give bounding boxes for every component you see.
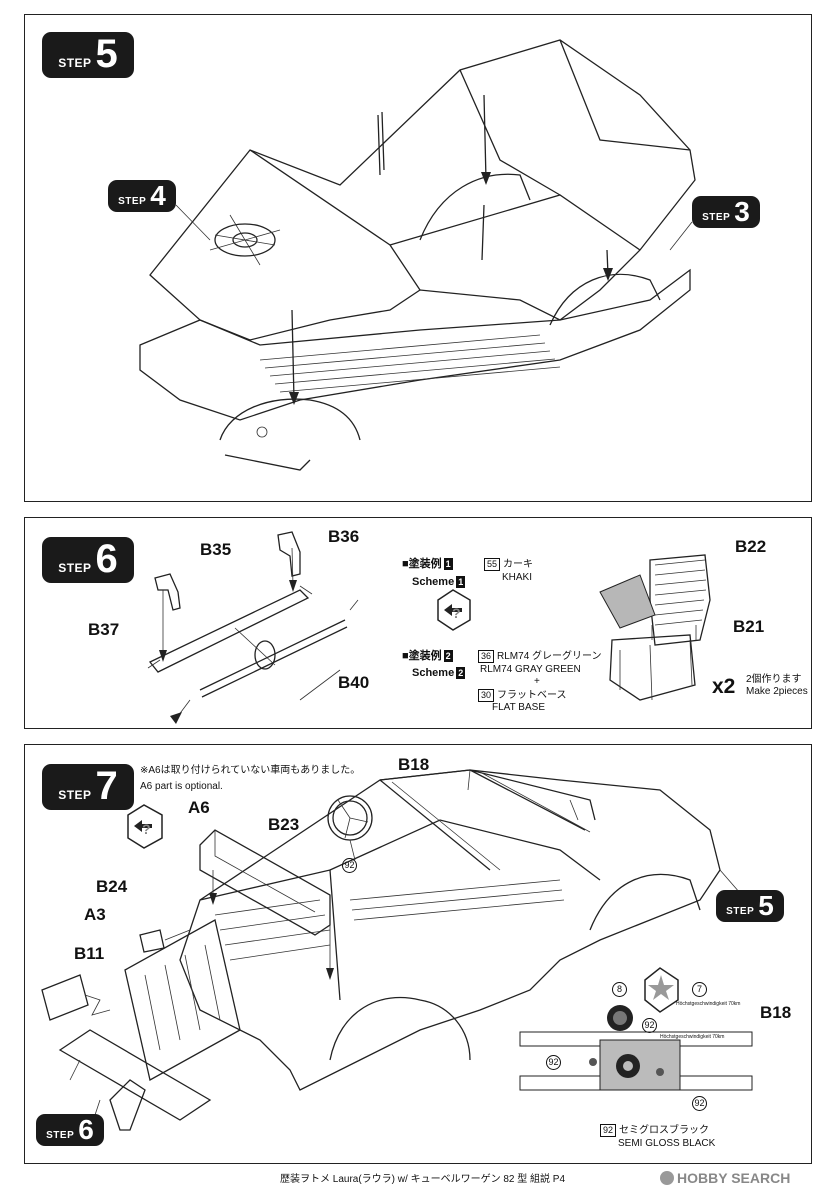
times-two: x2 (712, 675, 736, 698)
watermark: HOBBY SEARCH (660, 1170, 790, 1188)
part-b24-label: B24 (96, 877, 128, 896)
paint-code-circle: 92 (342, 858, 357, 873)
step-number: 7 (95, 764, 118, 808)
gloss-jp: セミグロスブラック (619, 1125, 710, 1136)
watermark-text: HOBBY SEARCH (677, 1170, 791, 1186)
paint-code-circle: 8 (612, 982, 627, 997)
part-b35-label: B35 (200, 540, 232, 559)
part-b23-label: B23 (268, 815, 300, 834)
part-b36-label: B36 (328, 527, 360, 546)
step-word: STEP (118, 196, 147, 207)
paint-code-circle: 92 (546, 1055, 561, 1070)
step-number: 6 (95, 537, 118, 581)
callout-92-a: 92 (642, 1018, 657, 1033)
scheme2-num-en: 2 (456, 667, 466, 679)
watermark-logo-icon (660, 1171, 674, 1185)
callout-92-c: 92 (692, 1096, 707, 1111)
part-a3-label: A3 (84, 905, 106, 924)
step5-ref-badge: STEP 5 (716, 890, 784, 922)
step3-ref-badge: STEP 3 (692, 196, 760, 228)
optional-note-jp: ※A6は取り付けられていない車両もありました。 (140, 765, 361, 776)
color1-jp: RLM74 グレーグリーン (497, 651, 602, 662)
step5-panel (24, 14, 812, 502)
step6-panel (24, 517, 812, 729)
part-b22-label: B22 (735, 537, 767, 556)
page-caption: 歴装ヲトメ Laura(ラウラ) w/ キューベルワーゲン 82 型 組説 P4 (280, 1174, 566, 1185)
paint-code-circle: 92 (642, 1018, 657, 1033)
paint-code-2: 30 (478, 688, 495, 702)
times-two-jp: 2個作ります (746, 674, 802, 685)
color1-en: RLM74 GRAY GREEN (480, 663, 581, 675)
step-number: 5 (758, 890, 774, 921)
part-b37-label: B37 (88, 620, 120, 639)
scheme1-jp: ■塗装例 (402, 558, 442, 570)
step-word: STEP (58, 561, 92, 575)
step-word: STEP (726, 906, 755, 917)
step-number: 5 (95, 32, 118, 76)
paint-code-circle: 92 (692, 1096, 707, 1111)
speed-label-1: Höchstgeschwindigkeit 70km (676, 1001, 741, 1007)
paint-code: 92 (600, 1124, 617, 1137)
part-a6-label: A6 (188, 798, 210, 817)
scheme2-jp: ■塗装例 (402, 650, 442, 662)
step6-ref-badge: STEP 6 (36, 1114, 104, 1146)
step-number: 6 (78, 1114, 94, 1145)
color-en: KHAKI (502, 571, 533, 583)
color2-jp: フラットベース (497, 689, 567, 701)
step7-badge: STEP 7 (42, 764, 134, 810)
paint-code: 55 (484, 558, 501, 571)
step4-ref-badge: STEP 4 (108, 180, 176, 212)
paint-92-steering: 92 (342, 858, 357, 873)
step-number: 4 (150, 180, 166, 211)
part-b11-label: B11 (74, 944, 105, 963)
step5-badge: STEP 5 (42, 32, 134, 78)
step5-drawing (139, 39, 696, 471)
callout-7: 7 (692, 982, 707, 997)
part-b18-label: B18 (398, 755, 430, 774)
paint-code-circle: 7 (692, 982, 707, 997)
step6-badge: STEP 6 (42, 537, 134, 583)
speed-label-2: Höchstgeschwindigkeit 70km (660, 1034, 725, 1040)
callout-92-b: 92 (546, 1055, 561, 1070)
scheme1-num: 1 (443, 558, 453, 570)
step-word: STEP (702, 212, 731, 223)
part-b21-label: B21 (733, 617, 765, 636)
color2-en: FLAT BASE (492, 702, 545, 713)
times-two-en: Make 2pieces (746, 686, 808, 697)
color-jp: カーキ (503, 559, 534, 570)
scheme2-num: 2 (443, 650, 453, 662)
step-word: STEP (46, 1130, 75, 1141)
scheme1-num-en: 1 (456, 576, 466, 588)
step7-drawing (41, 769, 753, 1131)
callout-8: 8 (612, 982, 627, 997)
gloss-en: SEMI GLOSS BLACK (618, 1137, 716, 1149)
step-word: STEP (58, 56, 92, 70)
step-word: STEP (58, 788, 92, 802)
step6-drawing (147, 531, 711, 724)
part-b18-detail-label: B18 (760, 1003, 792, 1022)
scheme1-en: Scheme (412, 576, 455, 588)
optional-note-en: A6 part is optional. (140, 781, 223, 792)
step-number: 3 (734, 196, 750, 227)
scheme2-en: Scheme (412, 667, 455, 679)
part-b40-label: B40 (338, 673, 370, 692)
paint-code-1: 36 (478, 650, 495, 663)
plus-sign: + (534, 676, 540, 687)
